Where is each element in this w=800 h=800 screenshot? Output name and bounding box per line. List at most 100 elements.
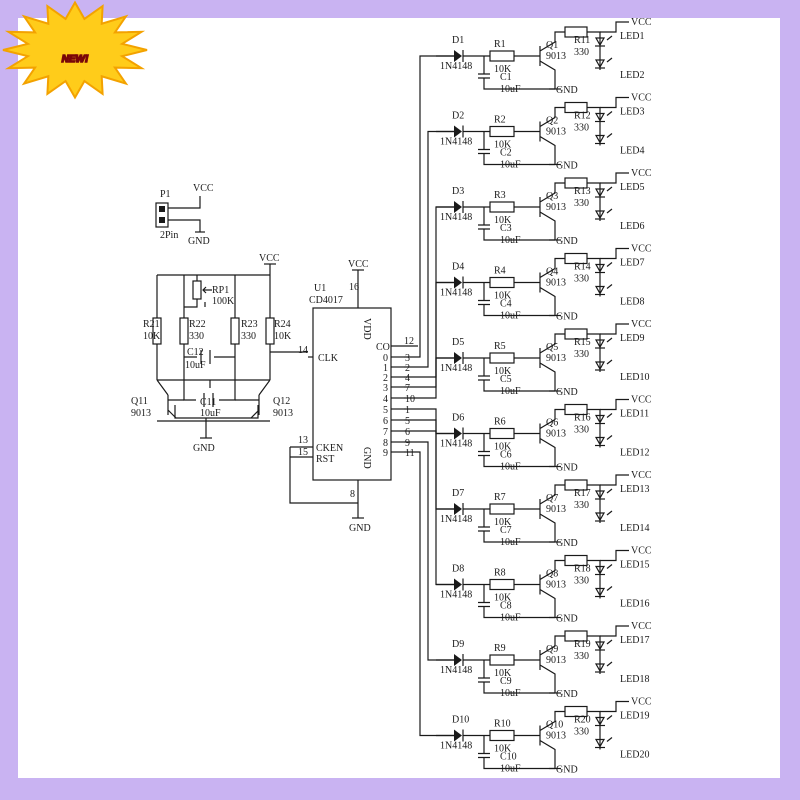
led-symbol: [594, 37, 606, 47]
osc-gnd-label: GND: [193, 443, 215, 454]
diode-type: 1N4148: [440, 590, 472, 601]
led-ref-b: LED6: [620, 221, 644, 232]
capacitor-symbol: [478, 207, 555, 241]
load-resistor-ref: R13: [574, 186, 591, 197]
diode-type: 1N4148: [440, 439, 472, 450]
header-pin: [159, 206, 165, 212]
diode-symbol: [454, 125, 462, 138]
vcc-wire: [600, 700, 629, 713]
rst-pin: 15: [298, 447, 308, 458]
stage-3: D31N4148R310KC310uFQ39013GNDR13330VCCLED…: [436, 168, 652, 247]
r23-ref: R23: [241, 319, 258, 330]
capacitor-value: 10uF: [500, 462, 521, 473]
transistor-symbol: [539, 484, 565, 542]
clk-label: CLK: [318, 353, 339, 364]
led-emission: [606, 262, 613, 289]
transistor-value: 9013: [546, 202, 566, 213]
led-symbol: [594, 587, 606, 597]
stage-gnd-label: GND: [556, 161, 578, 172]
capacitor-value: 10uF: [500, 613, 521, 624]
stage-vcc-label: VCC: [631, 93, 652, 104]
led-emission: [606, 186, 613, 214]
diode-symbol: [454, 427, 462, 440]
badge-label: NEW!: [62, 54, 89, 65]
capacitor-value: 10uF: [500, 235, 521, 246]
q12-value: 9013: [273, 408, 293, 419]
diode-type: 1N4148: [440, 212, 472, 223]
led-symbol: [594, 641, 606, 651]
transistor-value: 9013: [546, 127, 566, 138]
transistor-ref: Q3: [546, 191, 558, 202]
transistor-ref: Q8: [546, 569, 558, 580]
capacitor-value: 10uF: [500, 764, 521, 775]
bus-wire: [404, 130, 454, 368]
vcc-wire: [600, 247, 629, 260]
diode-type: 1N4148: [440, 514, 472, 525]
rp1-wiper: [202, 286, 212, 294]
transistor-ref: Q5: [546, 342, 558, 353]
led-symbol: [594, 263, 606, 273]
led-symbol: [594, 112, 606, 122]
capacitor-symbol: [478, 735, 555, 770]
header-pin: [159, 217, 165, 223]
transistor-symbol: [539, 333, 565, 391]
led-symbol: [594, 490, 606, 500]
stage-gnd-label: GND: [556, 387, 578, 398]
capacitor-value: 10uF: [500, 688, 521, 699]
output-pin-number: 1: [405, 405, 410, 416]
load-resistor-ref: R12: [574, 111, 591, 122]
c12-value: 10uF: [185, 360, 206, 371]
output-pin-number: 7: [405, 383, 410, 394]
stage-gnd-label: GND: [556, 614, 578, 625]
diode-symbol: [454, 352, 462, 364]
diode-type: 1N4148: [440, 665, 472, 676]
stage-vcc-label: VCC: [631, 168, 652, 179]
stage-8: D81N4148R810KC810uFQ89013GNDR18330VCCLED…: [436, 546, 652, 625]
diode-ref: D1: [452, 35, 464, 46]
r23-body: [230, 317, 240, 345]
capacitor-symbol: [478, 56, 555, 90]
diode-ref: D6: [452, 413, 464, 424]
led-ref-b: LED2: [620, 70, 644, 81]
transistor-symbol: [539, 408, 565, 467]
cd4017-body: [312, 307, 392, 481]
resistor-value: 10K: [494, 668, 512, 679]
load-resistor-ref: R19: [574, 639, 591, 650]
output-label: 5: [383, 405, 388, 416]
base-resistor: [489, 578, 515, 591]
resistor-value: 10K: [494, 291, 512, 302]
base-resistor: [489, 352, 515, 364]
vdd-pin: 16: [349, 282, 359, 293]
stage-9: D91N4148R910KC910uFQ99013GNDR19330VCCLED…: [436, 621, 652, 700]
load-resistor-ref: R14: [574, 262, 591, 273]
resistor-value: 10K: [494, 64, 512, 75]
led-symbol: [594, 339, 606, 349]
led-ref-b: LED20: [620, 750, 649, 761]
diode-ref: D8: [452, 564, 464, 575]
diode-type: 1N4148: [440, 61, 472, 72]
capacitor-symbol: [478, 358, 555, 392]
stage-gnd-label: GND: [556, 85, 578, 96]
output-pin-number: 4: [405, 373, 410, 384]
load-resistor-value: 330: [574, 274, 589, 285]
led-ref-a: LED7: [620, 258, 644, 269]
r23-value: 330: [241, 331, 256, 342]
rp1-body: [192, 280, 202, 300]
q11-value: 9013: [131, 408, 151, 419]
stage-gnd-label: GND: [556, 463, 578, 474]
base-resistor: [489, 201, 515, 213]
transistor-value: 9013: [546, 278, 566, 289]
led-emission: [606, 715, 613, 742]
transistor-value: 9013: [546, 731, 566, 742]
output-label: 4: [383, 394, 388, 405]
bus-wire: [404, 408, 454, 435]
diode-ref: D4: [452, 262, 464, 273]
output-pin-number: 3: [405, 353, 410, 364]
resistor-ref: R6: [494, 417, 506, 428]
output-label: 2: [383, 373, 388, 384]
led-symbol: [594, 436, 606, 446]
output-pin-number: 2: [405, 363, 410, 374]
led-symbol: [594, 716, 606, 726]
diode-ref: D5: [452, 337, 464, 348]
